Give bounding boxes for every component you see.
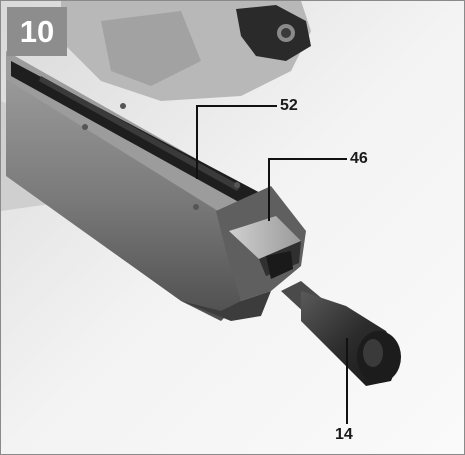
figure-number-badge: 10: [7, 7, 67, 56]
top-knob: [236, 5, 311, 61]
leader-line-46: [268, 158, 347, 221]
callout-46: 46: [350, 150, 368, 167]
leader-line-52: [196, 105, 277, 179]
callout-52: 52: [280, 97, 298, 114]
end-cap: [229, 216, 301, 259]
arm-housing: [6, 76, 241, 321]
callout-14: 14: [335, 426, 353, 443]
